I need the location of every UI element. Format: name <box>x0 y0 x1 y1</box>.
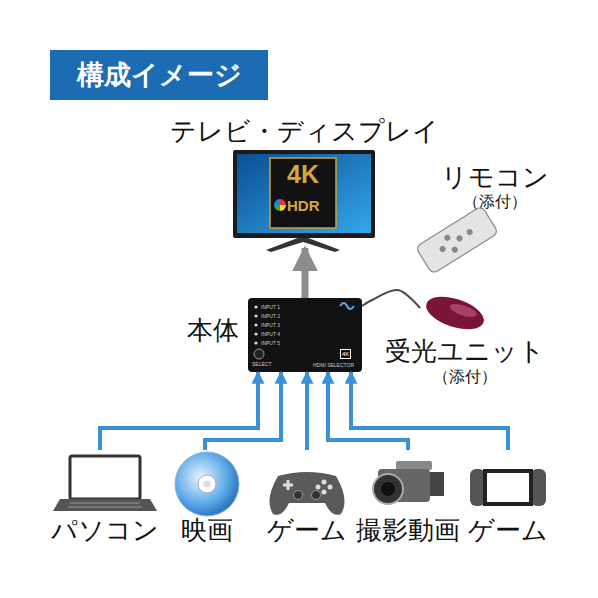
node-label: リモコン <box>415 163 575 192</box>
gamepad-symbol <box>269 472 344 515</box>
console-controller <box>531 469 546 506</box>
signal-arrow <box>302 248 309 298</box>
remote-symbol <box>415 206 498 274</box>
title-banner: 構成イメージ <box>50 50 268 100</box>
panel-print: 4K <box>340 349 351 359</box>
node-note: （添付） <box>365 368 565 386</box>
gamepad-dpad <box>283 480 293 490</box>
panel-print: INPUT 5 <box>261 341 280 346</box>
node-label: パソコン <box>35 516 175 545</box>
console-screen <box>487 473 529 502</box>
node-label: 受光ユニット <box>365 337 565 366</box>
laptop-keys <box>68 503 142 507</box>
signal-arrow <box>205 372 281 450</box>
panel-print: INPUT 4 <box>261 332 280 337</box>
panel-print: INPUT 3 <box>261 323 280 328</box>
signal-arrow <box>328 372 408 450</box>
laptop-screen <box>70 456 140 499</box>
signal-arrow <box>100 372 258 450</box>
gamepad-button <box>322 490 327 495</box>
node-label: テレビ・ディスプレイ <box>153 117 455 146</box>
screen-badge: HDR <box>287 198 333 213</box>
receiver-symbol <box>422 290 488 335</box>
remote-button <box>451 246 459 254</box>
camera-body <box>378 469 430 502</box>
remote-button <box>455 234 463 242</box>
signal-arrow <box>305 372 309 450</box>
screen-badge: 4K <box>272 162 334 187</box>
tv-stand <box>266 236 340 252</box>
remote-body <box>415 206 498 274</box>
node-label: 本体 <box>173 316 253 345</box>
console-body <box>483 469 533 506</box>
device-node: ゲーム <box>257 450 357 550</box>
color-wheel <box>274 199 280 205</box>
node-label: ゲーム <box>438 516 578 545</box>
panel-print: SELECT <box>252 362 271 367</box>
panel-print: INPUT 2 <box>261 314 280 319</box>
color-wheel <box>274 205 280 211</box>
node-note: （添付） <box>415 193 575 211</box>
gamepad-button <box>328 485 333 490</box>
disc-hub <box>198 475 216 493</box>
disc-hole <box>204 481 211 488</box>
disc-symbol <box>175 452 239 516</box>
remote-node: リモコン（添付） <box>415 205 500 275</box>
tv-screen <box>237 154 371 233</box>
device-node: パソコン <box>55 450 155 550</box>
color-wheel <box>280 205 286 211</box>
remote-button <box>438 245 446 253</box>
gamepad-button <box>316 485 321 490</box>
node-label: 撮影動画 <box>338 516 478 545</box>
gamepad-stick <box>294 491 303 500</box>
panel-print: INPUT 1 <box>261 305 280 310</box>
device-node: 撮影動画 <box>358 450 458 550</box>
gamepad-stick <box>312 491 321 500</box>
receiver-highlight <box>448 301 478 319</box>
camera-lens-center <box>381 482 395 496</box>
console-controller <box>470 469 485 506</box>
cable-line <box>362 290 420 308</box>
node-label: 映画 <box>137 516 277 545</box>
camera-lens <box>373 474 403 504</box>
camera-handle <box>396 461 432 470</box>
tv-frame <box>233 150 375 238</box>
device-node: ゲーム <box>458 450 558 550</box>
camera-monitor <box>430 472 444 496</box>
color-wheel <box>280 199 286 205</box>
remote-button <box>443 234 451 242</box>
receiver-node: 受光ユニット（添付） <box>420 292 490 336</box>
remote-button <box>466 228 474 236</box>
device-node: 映画 <box>157 450 257 550</box>
badge-box <box>270 158 336 228</box>
laptop-base <box>53 499 157 511</box>
title-text: 構成イメージ <box>50 50 268 100</box>
receiver-body <box>422 290 488 335</box>
gamepad-button <box>322 480 327 485</box>
panel-print: HDMI SELECTOR <box>313 363 354 368</box>
